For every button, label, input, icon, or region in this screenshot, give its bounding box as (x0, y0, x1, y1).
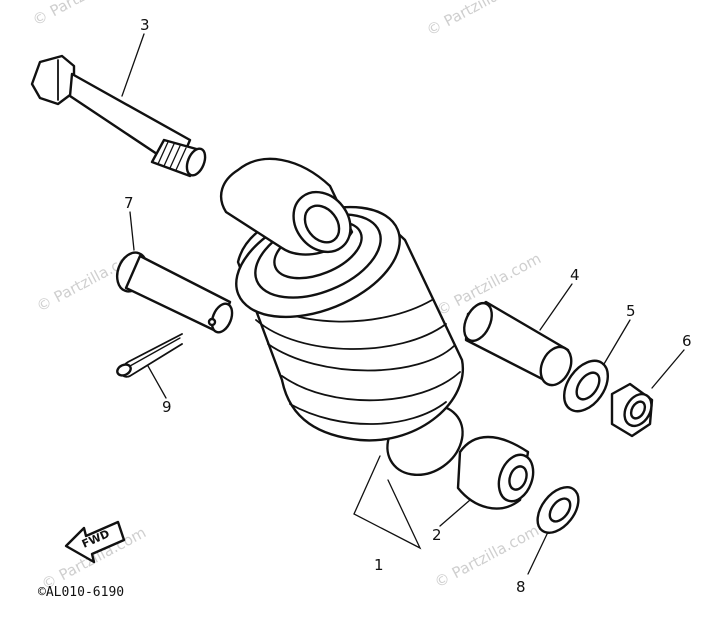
callout-5: 5 (626, 302, 636, 320)
callout-7: 7 (124, 194, 134, 212)
part-7-pin (115, 251, 234, 334)
part-4-collar (463, 300, 573, 387)
drawing-code: ©AL010-6190 (38, 585, 124, 600)
part-6-nut (610, 382, 654, 438)
callout-9: 9 (162, 398, 172, 416)
callout-1: 1 (374, 556, 384, 574)
callout-6: 6 (682, 332, 692, 350)
part-3-bolt (30, 54, 207, 178)
part-5-washer (562, 359, 610, 413)
watermark: © Partzilla.com (29, 0, 140, 30)
callout-8: 8 (516, 578, 526, 596)
part-2-bushing (456, 435, 535, 510)
callout-3: 3 (140, 16, 150, 34)
callout-4: 4 (570, 266, 580, 284)
leader-lines (121, 33, 685, 575)
part-9-cotter-pin (116, 333, 183, 378)
part-8-washer (536, 486, 580, 534)
callouts: 3 7 9 4 5 6 2 1 8 (124, 16, 692, 596)
watermark: © Partzilla.com (423, 0, 534, 40)
callout-2: 2 (432, 526, 442, 544)
part-1-shock-body (219, 157, 465, 477)
